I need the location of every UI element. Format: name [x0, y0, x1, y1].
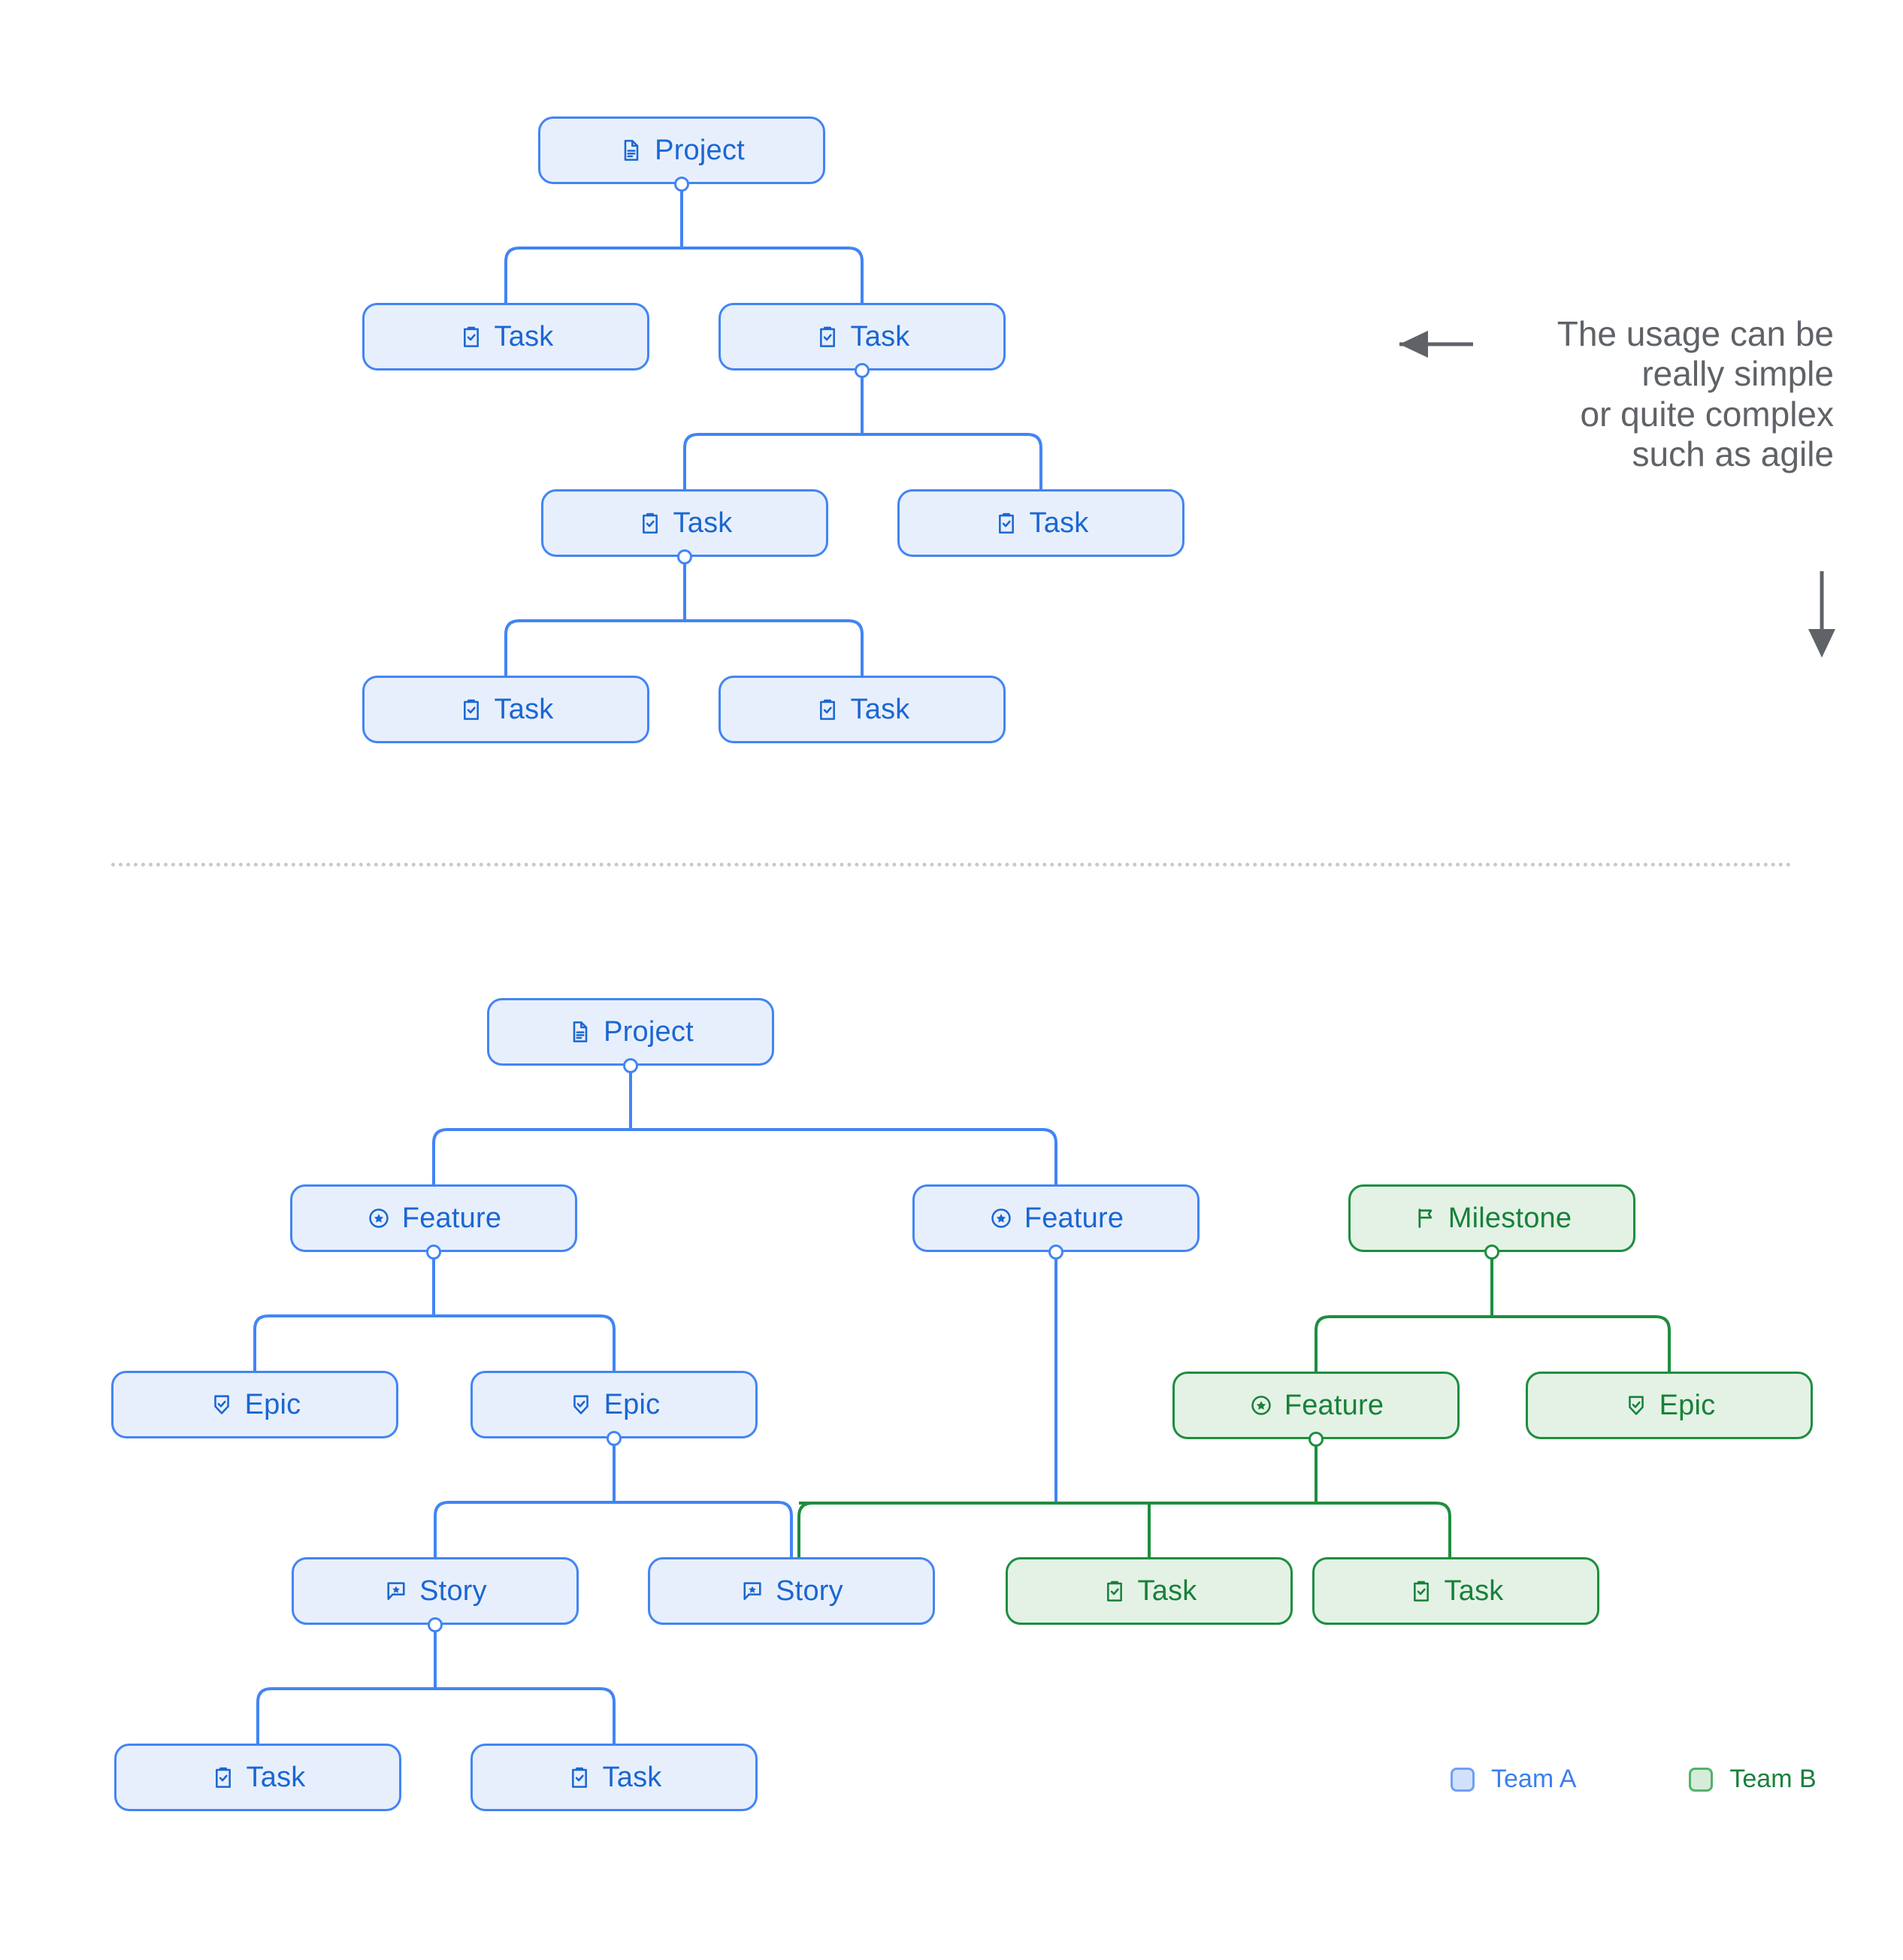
connector-port — [426, 1245, 441, 1260]
connector-port — [1048, 1245, 1063, 1260]
story-icon — [740, 1578, 765, 1604]
annotation-arrow-down — [1808, 571, 1835, 658]
task-icon — [458, 324, 484, 349]
epic-icon — [209, 1392, 234, 1417]
node-task[interactable]: Task — [1006, 1557, 1293, 1625]
node-story[interactable]: Story — [292, 1557, 579, 1625]
connector-port — [1484, 1245, 1499, 1260]
annotation-line: such as agile — [1632, 434, 1835, 474]
feature-icon — [366, 1205, 392, 1231]
node-epic[interactable]: Epic — [1526, 1372, 1813, 1439]
node-label: Story — [776, 1575, 843, 1607]
node-label: Task — [850, 694, 910, 725]
section-divider — [111, 863, 1792, 867]
legend-swatch-green — [1689, 1767, 1714, 1792]
epic-icon — [1623, 1393, 1649, 1418]
annotation-line: The usage can be — [1557, 314, 1834, 353]
node-label: Task — [850, 321, 910, 352]
node-label: Task — [494, 321, 554, 352]
task-icon — [567, 1765, 592, 1790]
node-label: Task — [673, 507, 733, 539]
node-label: Project — [655, 135, 745, 166]
node-epic[interactable]: Epic — [470, 1371, 758, 1438]
node-label: Task — [602, 1762, 662, 1793]
legend-swatch-blue — [1451, 1767, 1475, 1792]
node-story[interactable]: Story — [648, 1557, 935, 1625]
node-label: Feature — [401, 1202, 502, 1234]
annotation-line: or quite complex — [1580, 394, 1835, 434]
feature-icon — [1248, 1393, 1274, 1418]
node-milestone[interactable]: Milestone — [1348, 1184, 1635, 1252]
task-icon — [210, 1765, 236, 1790]
node-label: Task — [494, 694, 554, 725]
legend-label: Team B — [1729, 1765, 1817, 1793]
node-label: Epic — [604, 1389, 661, 1420]
annotation-line: really simple — [1641, 354, 1834, 394]
node-label: Epic — [1659, 1390, 1716, 1421]
node-label: Task — [246, 1762, 306, 1793]
connector-port — [677, 549, 692, 564]
task-icon — [458, 697, 484, 722]
connector-port — [607, 1431, 622, 1446]
node-task[interactable]: Task — [719, 303, 1006, 371]
legend-item-team-b: Team B — [1689, 1765, 1817, 1794]
document-icon — [567, 1019, 593, 1045]
epic-icon — [568, 1392, 594, 1417]
node-label: Task — [1444, 1575, 1504, 1607]
node-label: Milestone — [1448, 1202, 1572, 1234]
connector-port — [623, 1058, 638, 1073]
feature-icon — [988, 1205, 1014, 1231]
task-icon — [994, 510, 1019, 536]
node-task[interactable]: Task — [362, 303, 649, 371]
node-task[interactable]: Task — [470, 1744, 758, 1811]
node-task[interactable]: Task — [719, 676, 1006, 743]
node-epic[interactable]: Epic — [111, 1371, 398, 1438]
legend-label: Team A — [1491, 1765, 1577, 1793]
connector-port — [855, 363, 870, 378]
task-icon — [1408, 1578, 1434, 1604]
node-feature[interactable]: Feature — [290, 1184, 577, 1252]
annotation-text: The usage can be really simple or quite … — [1413, 314, 1834, 474]
node-task[interactable]: Task — [114, 1744, 401, 1811]
node-task[interactable]: Task — [897, 489, 1184, 557]
node-label: Epic — [244, 1389, 301, 1420]
node-label: Feature — [1024, 1202, 1124, 1234]
node-label: Story — [419, 1575, 487, 1607]
node-label: Task — [1137, 1575, 1197, 1607]
node-feature[interactable]: Feature — [912, 1184, 1200, 1252]
task-icon — [815, 324, 840, 349]
milestone-icon — [1412, 1205, 1438, 1231]
task-icon — [815, 697, 840, 722]
connector-port — [674, 177, 689, 192]
legend-item-team-a: Team A — [1451, 1765, 1576, 1794]
node-task[interactable]: Task — [1312, 1557, 1599, 1625]
node-project[interactable]: Project — [538, 116, 825, 184]
story-icon — [383, 1578, 409, 1604]
connector-port — [1309, 1432, 1324, 1447]
document-icon — [619, 138, 644, 163]
node-project[interactable]: Project — [487, 998, 774, 1066]
node-label: Feature — [1284, 1390, 1384, 1421]
node-task[interactable]: Task — [541, 489, 828, 557]
node-label: Task — [1029, 507, 1089, 539]
node-label: Project — [604, 1016, 694, 1048]
legend: Team A Team B — [1451, 1765, 1817, 1794]
task-icon — [637, 510, 663, 536]
node-feature[interactable]: Feature — [1172, 1372, 1460, 1439]
task-icon — [1102, 1578, 1127, 1604]
node-task[interactable]: Task — [362, 676, 649, 743]
connector-port — [428, 1617, 443, 1632]
